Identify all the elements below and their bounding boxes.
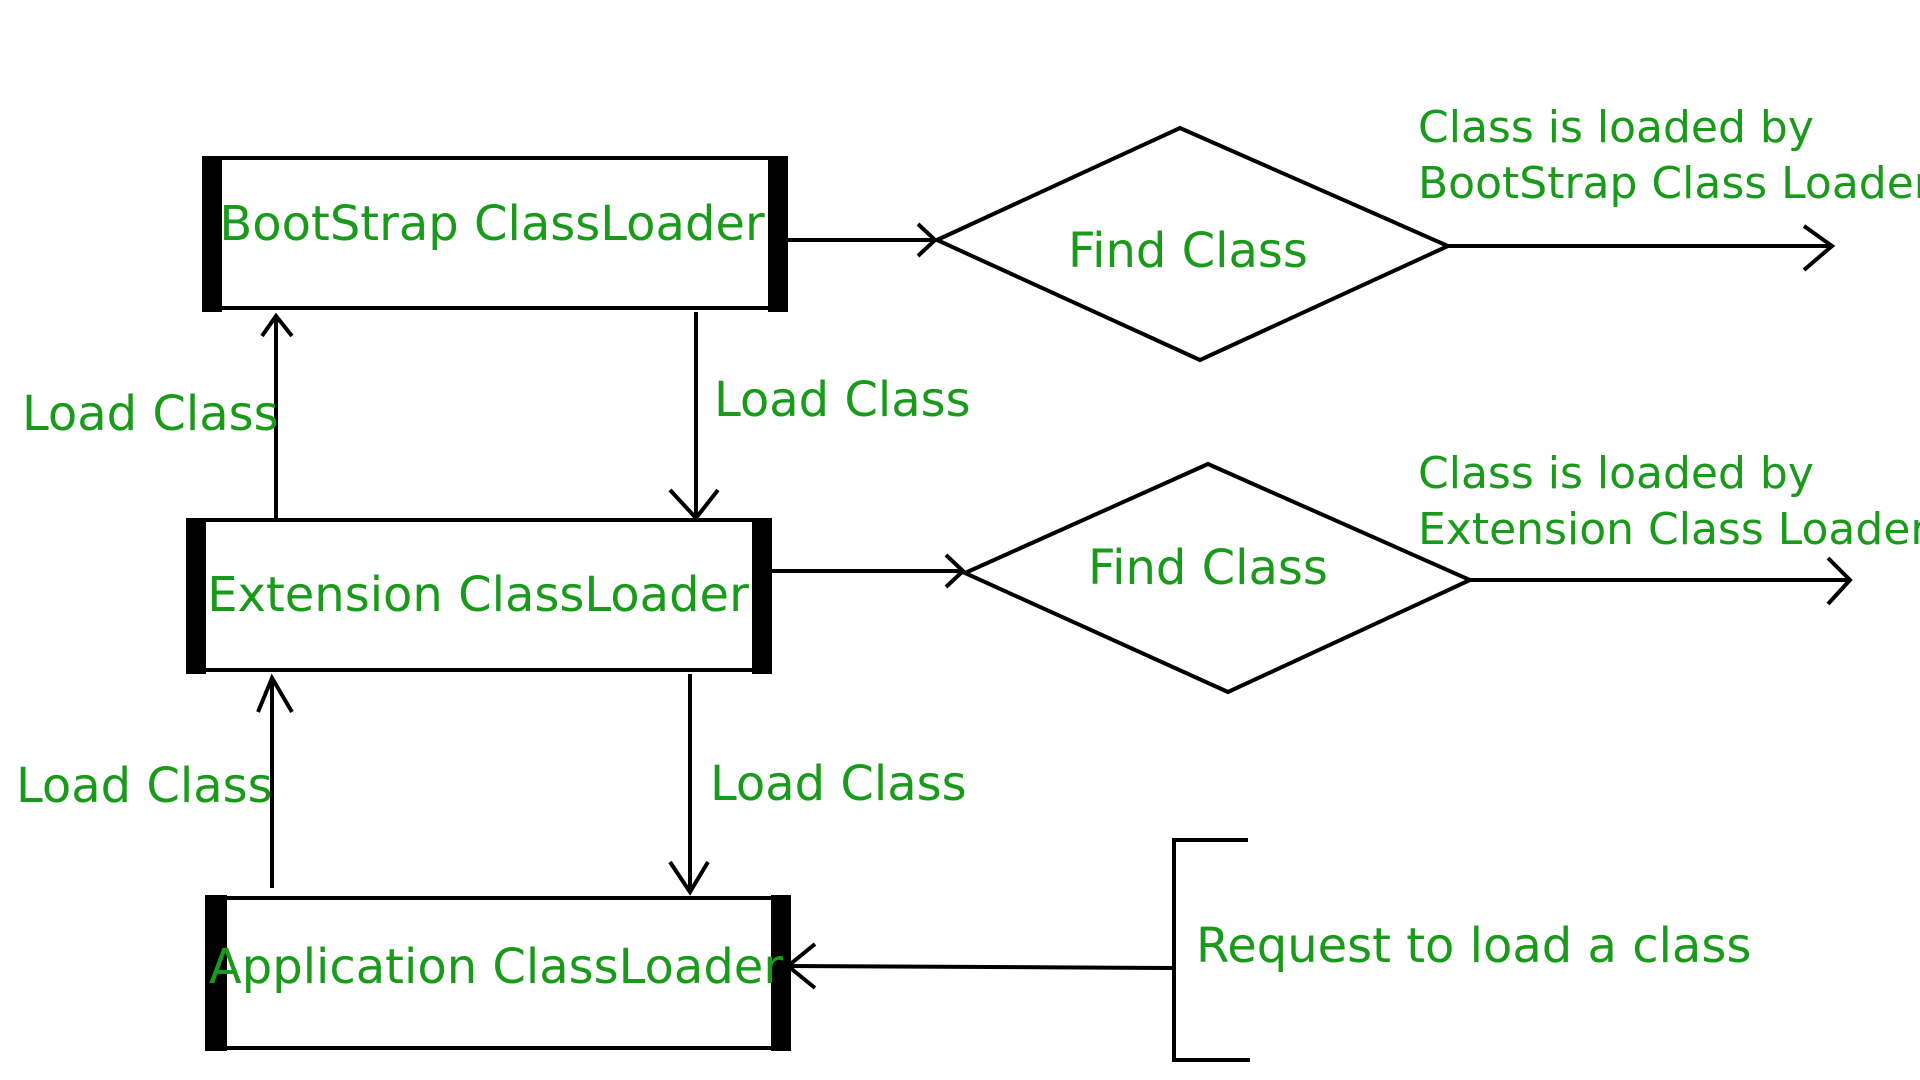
extension-classloader-label: Extension ClassLoader — [207, 567, 749, 623]
find-class-decision-top: Find Class — [932, 125, 1453, 363]
application-classloader-label: Application ClassLoader — [209, 939, 783, 995]
bootstrap-classloader-label: BootStrap ClassLoader — [219, 196, 765, 252]
arrow-find-top-to-outcome — [1448, 224, 1836, 272]
outcome-bootstrap-line1: Class is loaded by — [1418, 102, 1814, 153]
arrow-bootstrap-to-find — [788, 222, 938, 258]
application-classloader-node: Application ClassLoader — [205, 895, 791, 1051]
arrow-extension-down-to-application — [668, 674, 710, 896]
outcome-extension-line1: Class is loaded by — [1418, 448, 1814, 499]
arrow-find-mid-to-outcome — [1470, 556, 1853, 606]
find-class-label-mid: Find Class — [1088, 540, 1328, 596]
arrow-extension-up-to-bootstrap — [260, 312, 294, 518]
find-class-label-top: Find Class — [1068, 223, 1308, 279]
arrow-application-up-to-extension — [256, 673, 294, 888]
request-label: Request to load a class — [1196, 918, 1751, 974]
outcome-extension-line2: Extension Class Loader — [1418, 504, 1920, 555]
outcome-bootstrap-line2: BootStrap Class Loader — [1418, 158, 1920, 209]
find-class-decision-mid: Find Class — [960, 461, 1475, 695]
arrow-request-to-application — [784, 942, 1177, 990]
load-class-label-up-top: Load Class — [22, 386, 279, 442]
bootstrap-classloader-node: BootStrap ClassLoader — [202, 156, 788, 312]
arrow-bootstrap-down-to-extension — [668, 312, 720, 522]
arrow-extension-to-find — [772, 553, 966, 589]
request-bracket — [1172, 838, 1250, 1062]
load-class-label-down-bottom: Load Class — [710, 756, 967, 812]
extension-classloader-node: Extension ClassLoader — [186, 518, 772, 674]
load-class-label-up-bottom: Load Class — [16, 758, 273, 814]
load-class-label-down-top: Load Class — [714, 372, 971, 428]
